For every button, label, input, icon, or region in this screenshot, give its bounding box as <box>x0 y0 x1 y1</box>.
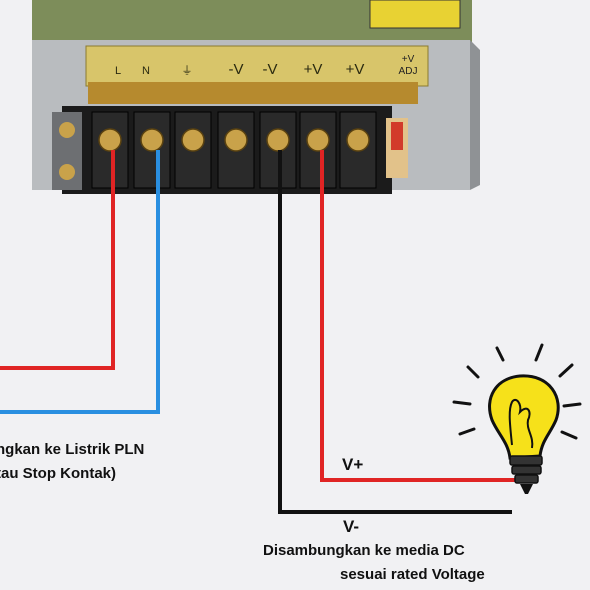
bracket-screw <box>59 122 75 138</box>
positive-wire <box>320 150 515 482</box>
terminal-slot <box>174 111 212 189</box>
terminal-screw <box>224 128 248 152</box>
terminal-screw <box>98 128 122 152</box>
terminal-label: ⏚ <box>182 64 193 77</box>
terminal-label: L <box>115 65 121 77</box>
dc-label-line1: Disambungkan ke media DC <box>263 542 465 559</box>
adj-label-bottom: ADJ <box>399 66 418 77</box>
terminal-label-strip <box>85 45 429 87</box>
terminal-screw <box>346 128 370 152</box>
terminal-label: -V <box>229 61 244 78</box>
terminal-screw <box>140 128 164 152</box>
v-minus-label: V- <box>343 517 360 536</box>
terminal-label: +V <box>346 61 365 78</box>
terminal-row <box>91 111 377 189</box>
mains-label-line1: ngkan ke Listrik PLN <box>0 441 145 458</box>
negative-wire <box>278 150 512 514</box>
light-bulb-icon <box>452 343 582 494</box>
psu-warning-sticker <box>369 0 461 29</box>
terminal-screw <box>181 128 205 152</box>
live-wire <box>0 150 115 370</box>
terminal-screw <box>266 128 290 152</box>
power-supply: L N ⏚ -V -V +V +V +V ADJ <box>32 0 480 194</box>
bracket-screw <box>59 164 75 180</box>
v-plus-label: V+ <box>342 455 364 474</box>
terminal-label: -V <box>263 61 278 78</box>
psu-side-case <box>470 40 480 190</box>
neutral-wire <box>0 150 160 414</box>
terminal-label: N <box>142 65 150 77</box>
mains-label-line2: tau Stop Kontak) <box>0 465 116 482</box>
dc-label-line2: sesuai rated Voltage <box>340 566 485 583</box>
adj-label-top: +V <box>402 54 415 65</box>
terminal-label-row: L N ⏚ -V -V +V +V <box>115 61 364 78</box>
terminal-label: +V <box>304 61 323 78</box>
adj-knob <box>391 122 403 150</box>
terminal-screw <box>306 128 330 152</box>
terminal-cover <box>88 82 418 104</box>
